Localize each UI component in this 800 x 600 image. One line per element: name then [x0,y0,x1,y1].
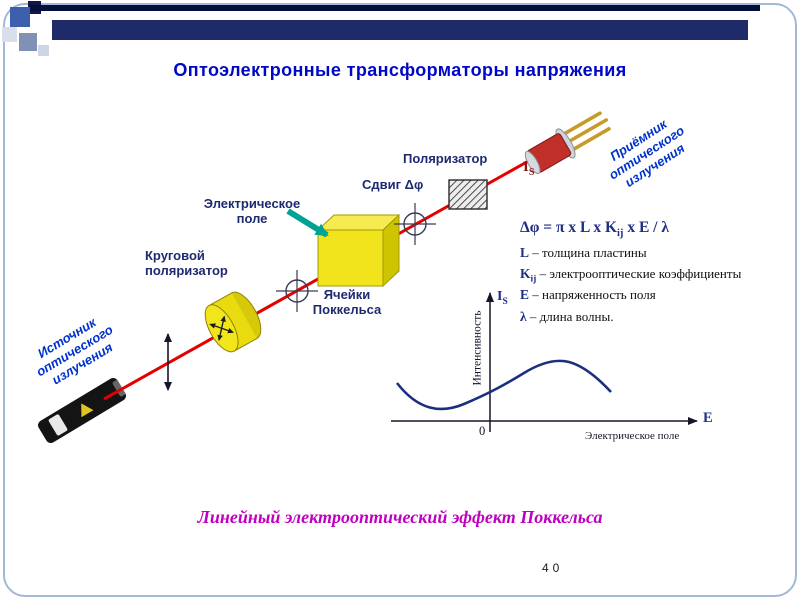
detector-current-label: IS [523,159,534,178]
phase-shift-label: Сдвиг Δφ [362,177,424,192]
slide-caption: Линейный электрооптический эффект Поккел… [197,507,603,527]
current-subscript: S [528,167,535,178]
legend-symbol: E [520,287,530,302]
polarizer-label: Поляризатор [403,151,488,166]
detector-pin [561,111,602,137]
phase-shift-state-icon [394,203,436,245]
formula-rhs: x E / λ [623,219,669,236]
deco-square-small [38,45,49,56]
deco-square-slate [19,33,37,51]
legend-text: – напряженность поля [529,287,656,302]
graph-y-marker-subscript: S [502,296,508,307]
electric-field-label: Электрическое поле [203,196,301,227]
polarizer-plate [448,179,488,210]
pockels-cells-label: Ячейки Поккельса [312,287,382,318]
legend-item: Kij – электрооптические коэффициенты [520,266,741,285]
legend-text: – длина волны. [526,309,614,324]
current-symbol: I [523,159,529,175]
detector-pin [570,126,611,152]
photodetector [524,111,611,175]
legend-symbol: λ [520,309,527,324]
legend-item: E – напряженность поля [520,287,656,306]
formula: Δφ = π x L x Kij x E / λ [520,219,669,239]
legend-subscript: ij [530,274,537,285]
circular-polarizer-cylinder [204,291,262,353]
graph-x-axis-label: Электрическое поле [585,430,680,442]
graph-y-marker-symbol: I [497,289,503,304]
electric-field-arrow [286,208,329,238]
pockels-cell-cube [316,213,401,288]
graph-y-axis-label: Интенсивность [471,310,484,386]
polarization-state-icon [276,270,318,312]
slide-border-frame [3,3,797,597]
legend-item: L – толщина пластины [520,245,647,264]
header-main-bar [52,20,748,40]
detector-window [524,150,541,175]
deco-square-blue [10,7,30,27]
legend-symbol: K [520,266,531,281]
circular-polarization-cross-arrow [217,315,226,342]
page-number: 40 [542,561,564,575]
legend-symbol: L [520,245,530,260]
intensity-curve [395,359,612,411]
deco-square-light [2,27,17,42]
slide-title: Оптоэлектронные трансформаторы напряжени… [173,60,627,80]
formula-subscript: ij [617,228,624,240]
formula-lhs: Δφ = π x L x K [520,219,618,236]
graph-y-marker: IS [497,289,508,307]
graph-x-symbol: E [703,410,713,426]
detector-pin [566,118,609,144]
legend-text: – электрооптические коэффициенты [536,266,742,281]
legend-text: – толщина пластины [529,245,647,260]
circular-polarizer-label: Круговой поляризатор [145,248,228,279]
header-thin-bar [30,5,760,11]
legend-item: λ – длина волны. [520,309,613,328]
graph-origin-label: 0 [479,424,486,438]
